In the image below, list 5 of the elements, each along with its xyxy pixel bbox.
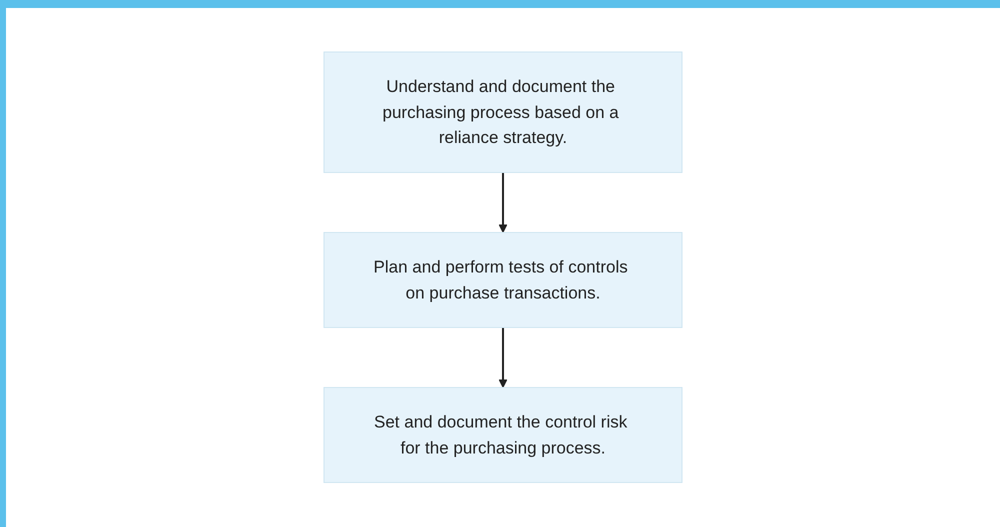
node-box: Understand and document the purchasing process based on a reliance strategy. <box>324 52 682 174</box>
node-box: Plan and perform tests of controls on purchase transactions. <box>324 232 682 328</box>
node-box: Set and document the control risk for the purchasing process. <box>324 387 682 484</box>
arrow <box>498 328 508 388</box>
arrow <box>498 172 508 234</box>
